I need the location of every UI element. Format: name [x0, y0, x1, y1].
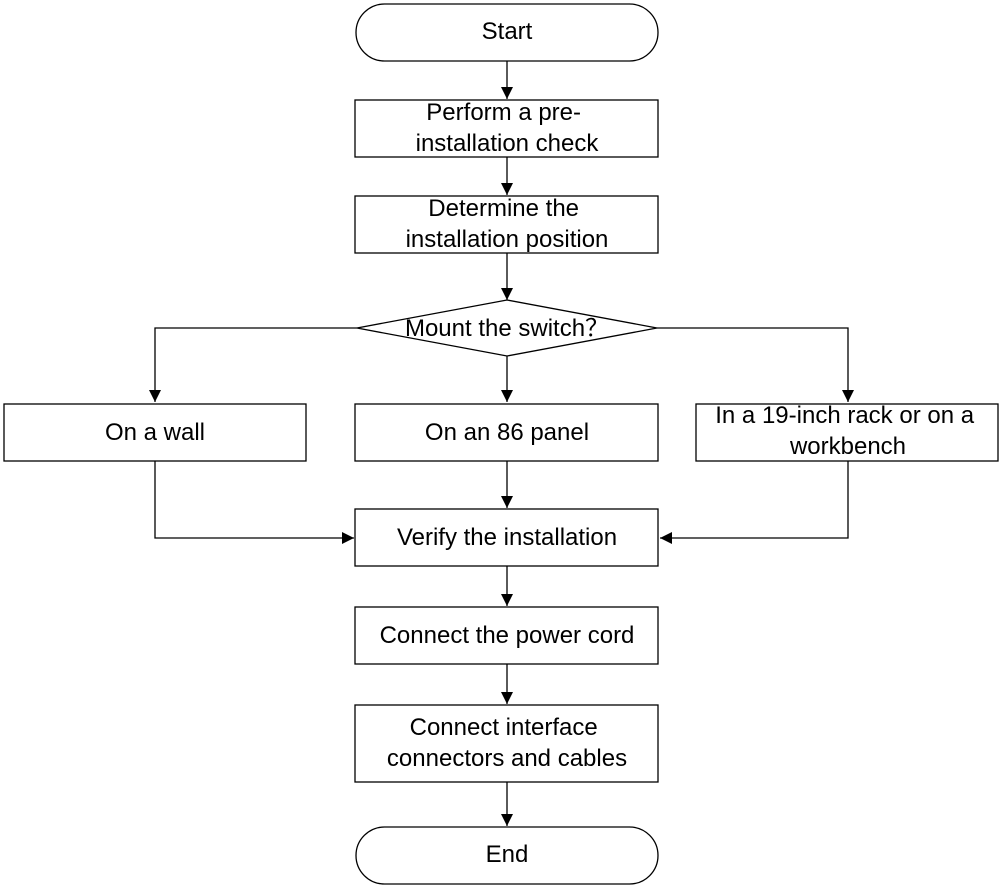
interface-label-line-1: Connect interface [410, 714, 598, 741]
rack-option: In a 19-inch rack or on a workbench [695, 402, 999, 462]
precheck-label: Perform a pre- installation check [416, 99, 600, 157]
interface-label: Connect interface connectors and cables [387, 714, 627, 772]
power-label: Connect the power cord [380, 622, 635, 649]
rack-label: In a 19-inch rack or on a workbench [715, 402, 980, 460]
position-label-line-1: Determine the [428, 195, 579, 222]
edge-wall-to-verify [154, 461, 354, 544]
rack-label-line-1: In a 19-inch rack or on a [715, 402, 974, 429]
panel86-option: On an 86 panel [354, 403, 659, 462]
edge-rack-to-verify [660, 461, 849, 544]
edge-decision-to-rack [657, 327, 854, 402]
position-label-line-2: installation position [406, 226, 609, 253]
precheck-step: Perform a pre- installation check [354, 99, 659, 158]
position-label: Determine the installation position [406, 195, 609, 253]
power-step: Connect the power cord [354, 606, 659, 665]
interface-step: Connect interface connectors and cables [354, 704, 659, 783]
edge-decision-to-wall [149, 327, 357, 402]
interface-label-line-2: connectors and cables [387, 745, 627, 772]
rack-label-line-2: workbench [789, 433, 906, 460]
end-terminal: End [355, 826, 659, 885]
end-label: End [486, 841, 529, 868]
precheck-label-line-1: Perform a pre- [426, 99, 581, 126]
decision-label: Mount the switch？ [405, 315, 609, 342]
panel86-label: On an 86 panel [425, 419, 589, 446]
mount-decision: Mount the switch？ [356, 299, 658, 357]
wall-option: On a wall [3, 403, 307, 462]
verify-step: Verify the installation [354, 508, 659, 567]
verify-label: Verify the installation [397, 524, 617, 551]
start-label: Start [482, 18, 533, 45]
position-step: Determine the installation position [354, 195, 659, 254]
precheck-label-line-2: installation check [416, 130, 600, 157]
wall-label: On a wall [105, 419, 205, 446]
start-terminal: Start [355, 3, 659, 62]
